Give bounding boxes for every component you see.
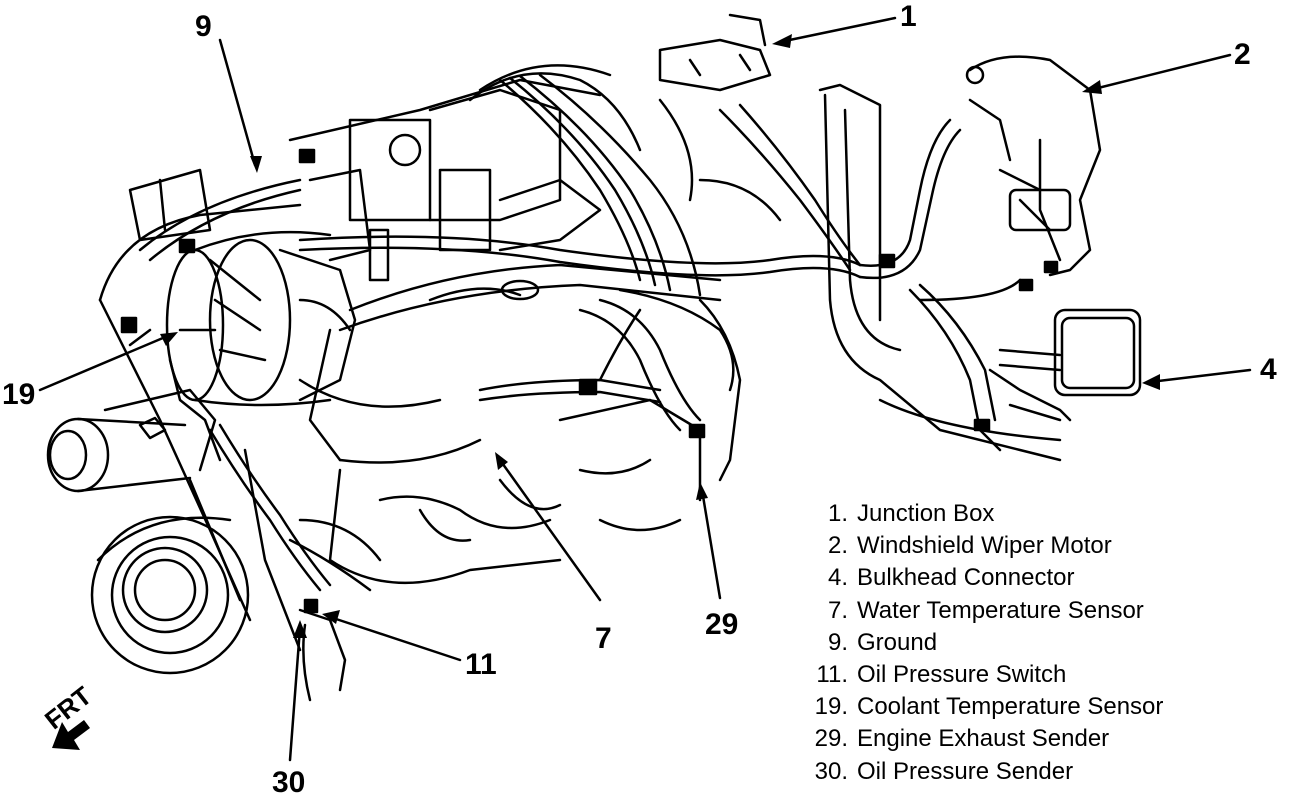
legend-label: Windshield Wiper Motor [857,532,1112,560]
junction-box-part [658,13,772,92]
legend-item: 1. Junction Box [800,498,1280,530]
legend-item: 4. Bulkhead Connector [800,562,1280,594]
air-cleaner [165,230,357,407]
legend-item: 7. Water Temperature Sensor [800,595,1280,627]
bulkhead-connector-part [988,308,1142,422]
engine-front [98,203,302,652]
legend-number: 4. [827,564,848,592]
legend-label: Coolant Temperature Sensor [857,693,1164,721]
leader-arrowheads [160,34,1160,638]
callout-19: 19 [2,378,36,411]
callout-2: 2 [1234,38,1251,71]
front-arrow-icon [52,720,90,750]
legend-number: 19. [814,693,848,721]
legend-label: Oil Pressure Switch [857,661,1067,689]
legend-number: 9. [827,628,848,656]
callout-11: 11 [465,648,497,681]
legend-item: 11. Oil Pressure Switch [800,659,1280,691]
legend-number: 30. [814,757,848,785]
callout-4: 4 [1260,353,1277,386]
engine-block [298,263,722,585]
legend-item: 29. Engine Exhaust Sender [800,723,1280,755]
intake-manifold [288,64,642,282]
legend-number: 1. [827,500,848,528]
legend-number: 11. [816,661,848,689]
connector-blobs [120,148,1059,614]
legend-label: Junction Box [857,500,995,528]
callout-29: 29 [705,608,739,641]
callout-7: 7 [595,622,612,655]
legend-number: 2. [827,532,848,560]
legend-label: Oil Pressure Sender [857,757,1074,785]
legend-item: 19. Coolant Temperature Sensor [800,691,1280,723]
legend-label: Ground [857,628,938,656]
callout-30: 30 [272,766,306,799]
wiper-motor-part [965,55,1102,277]
legend-number: 29. [814,725,848,753]
legend-label: Bulkhead Connector [857,564,1075,592]
legend-item: 9. Ground [800,627,1280,659]
water-pump-pulley [46,388,217,493]
bolt [128,168,212,440]
firewall [818,83,1062,462]
callout-1: 1 [900,0,917,33]
legend-number: 7. [827,596,848,624]
legend-label: Water Temperature Sensor [857,596,1144,624]
legend-label: Engine Exhaust Sender [857,725,1110,753]
legend-item: 2. Windshield Wiper Motor [800,530,1280,562]
leader-lines [38,16,1252,762]
legend-item: 30. Oil Pressure Sender [800,756,1280,788]
callout-9: 9 [195,10,212,43]
crank-pulley [90,515,250,675]
plug-wires [498,73,735,432]
wiring-harness [128,98,1022,702]
